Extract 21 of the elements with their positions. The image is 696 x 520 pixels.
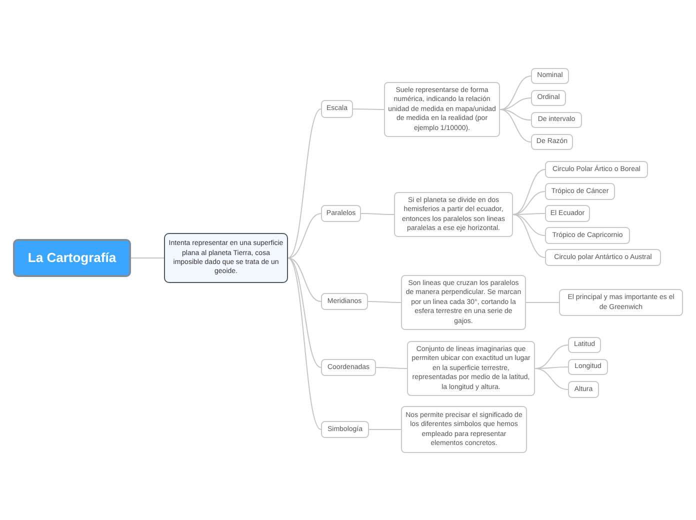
connector-line — [288, 108, 322, 258]
connector-line — [512, 214, 546, 236]
connector-line — [376, 367, 408, 369]
connector-line — [360, 213, 394, 215]
connector-line — [288, 258, 322, 368]
connector-line — [352, 108, 384, 110]
connector-line — [512, 214, 546, 258]
connector-line — [526, 302, 560, 303]
connector-line — [368, 301, 402, 303]
connector-line — [288, 258, 322, 302]
connector-line — [288, 258, 322, 430]
connector-line — [368, 429, 402, 430]
connector-line — [512, 191, 546, 215]
central-topic: La Cartografía — [13, 239, 131, 277]
connector-line — [500, 109, 532, 142]
connector-line — [534, 368, 568, 390]
connector-line — [534, 344, 568, 369]
connector-line — [500, 76, 532, 110]
connector-line — [512, 169, 546, 215]
connector-line — [500, 109, 532, 120]
connector-line — [288, 213, 322, 258]
